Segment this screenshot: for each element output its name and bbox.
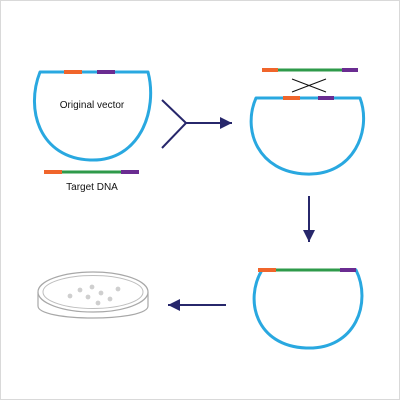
target-dna: Target DNA bbox=[44, 170, 139, 193]
colony bbox=[67, 293, 73, 299]
recombinant-vector-ring bbox=[252, 268, 364, 350]
recomb-vector-ring bbox=[249, 96, 365, 176]
colony bbox=[95, 300, 101, 306]
colonies bbox=[67, 284, 121, 306]
petri-dish-icon bbox=[37, 271, 149, 319]
original-vector: Original vector bbox=[32, 70, 153, 162]
recombination-step bbox=[249, 68, 365, 176]
colony bbox=[77, 287, 83, 293]
colony bbox=[89, 284, 95, 290]
colony bbox=[85, 294, 91, 300]
target-dna-label: Target DNA bbox=[66, 182, 118, 193]
petri-dish-wall bbox=[37, 292, 149, 319]
merge-arrow-icon bbox=[161, 99, 232, 149]
petri-dish-rim-inner bbox=[42, 275, 144, 309]
colony bbox=[115, 286, 121, 292]
original-vector-label: Original vector bbox=[60, 100, 125, 111]
original-vector-ring bbox=[32, 70, 153, 162]
colony bbox=[98, 290, 104, 296]
petri-dish-rim-outer bbox=[37, 271, 149, 313]
colony bbox=[107, 296, 113, 302]
crossover-icon bbox=[291, 78, 327, 93]
recombinant-vector bbox=[252, 268, 364, 350]
